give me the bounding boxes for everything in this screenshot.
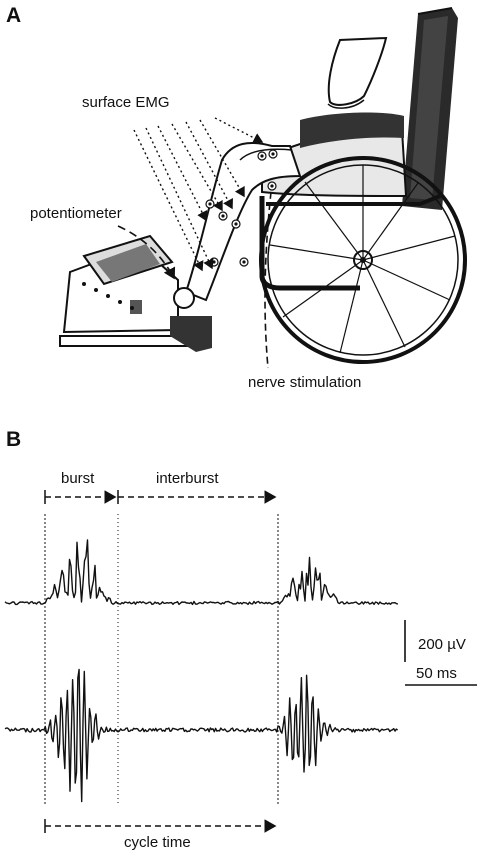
wheelchair-frame [259,194,441,291]
backrest [402,7,458,210]
raw-emg-trace [4,668,399,803]
burst-arrow [44,490,117,504]
cycle-time-arrow [44,819,277,833]
subject-torso [327,36,388,109]
surface-emg-label: surface EMG [82,94,170,111]
foot-pedal-device [59,234,212,352]
voltage-scale-label: 200 µV [418,636,466,653]
cycle-time-label: cycle time [124,834,191,851]
nerve-stimulation-line [264,191,272,369]
interburst-label: interburst [156,470,219,487]
rectified-emg-trace [4,539,399,606]
potentiometer-arrow [117,225,176,280]
burst-label: burst [61,470,95,487]
nerve-stimulation-label: nerve stimulation [248,374,362,391]
panel-b-label: B [6,428,22,451]
interburst-arrow [117,490,277,504]
emg-pointer-arrows [133,117,264,272]
panel-a-label: A [6,4,22,27]
wheelchair-setup-illustration [59,7,467,369]
time-scale-label: 50 ms [416,665,457,682]
potentiometer-label: potentiometer [30,205,122,222]
